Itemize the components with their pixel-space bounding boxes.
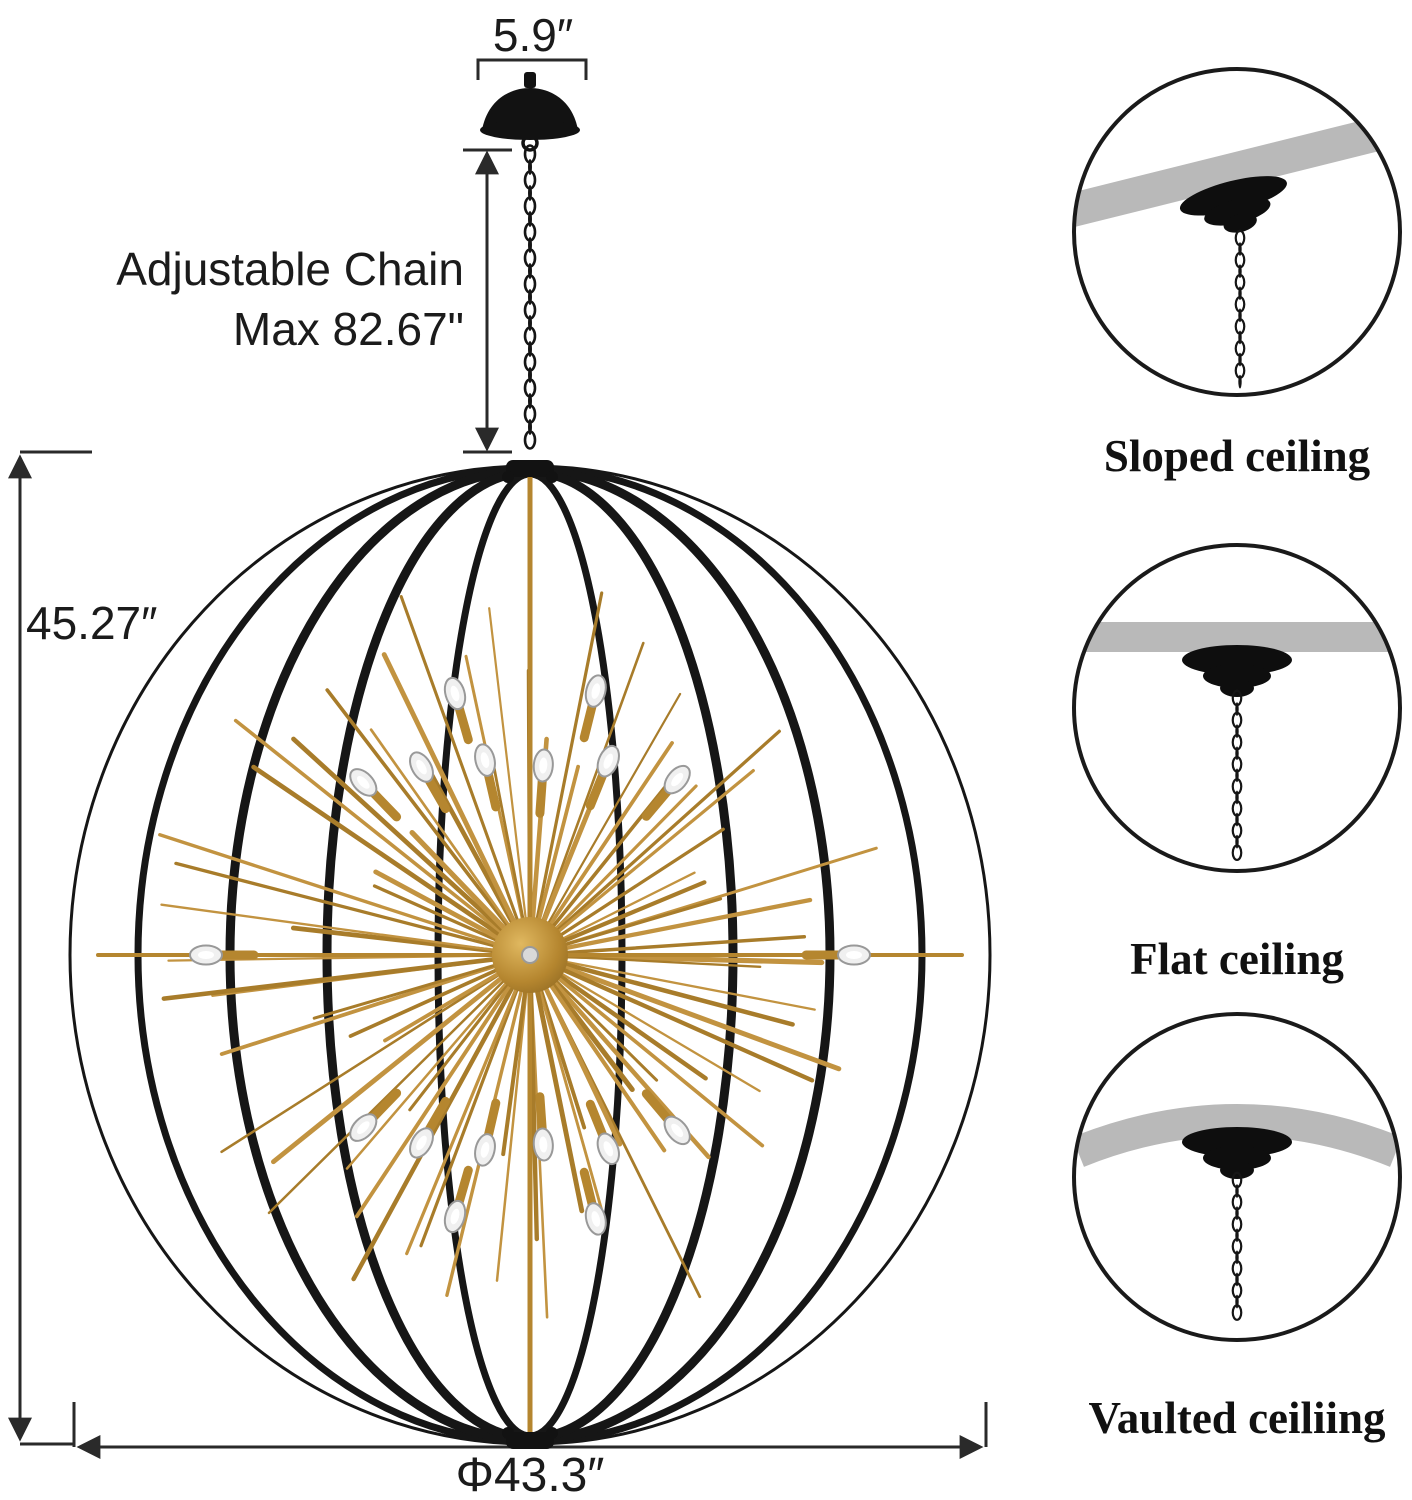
canopy-width-label: 5.9″ xyxy=(492,9,574,61)
inset-vaulted xyxy=(1072,1012,1402,1342)
top-hub xyxy=(506,460,554,477)
vaulted-chain xyxy=(1231,1171,1243,1321)
ceiling-canopy xyxy=(480,72,580,152)
vaulted-canopy xyxy=(1182,1127,1292,1179)
canopy-stem xyxy=(524,72,536,88)
cage-hubs xyxy=(502,460,558,1449)
canopy-width-bracket xyxy=(476,58,588,80)
inset-circle-vaulted xyxy=(1072,1012,1402,1342)
diameter-label: Φ43.3″ xyxy=(455,1449,605,1500)
chain-length-label: Adjustable Chain Max 82.67" xyxy=(28,240,464,360)
inset-label-flat: Flat ceiling xyxy=(1130,934,1344,984)
vaulted-ceiling-band xyxy=(1074,1104,1400,1167)
diameter-dim-ticks xyxy=(72,1402,988,1447)
canopy-dome xyxy=(482,88,578,130)
hanging-chain xyxy=(523,144,537,450)
inset-sloped xyxy=(1072,67,1402,397)
chain-dim-ticks xyxy=(463,148,512,454)
flat-chain xyxy=(1231,689,1243,862)
dimension-lines xyxy=(7,58,988,1459)
inset-label-sloped: Sloped ceiling xyxy=(1103,431,1371,481)
inset-circle-flat xyxy=(1072,543,1402,873)
inset-label-vaulted: Vaulted ceiliing xyxy=(1088,1393,1386,1443)
candelabra-bulbs xyxy=(189,674,871,1236)
chain-length-line1: Adjustable Chain xyxy=(116,243,464,295)
center-finial xyxy=(521,946,539,964)
sloped-ceiling-bar xyxy=(1074,106,1400,232)
bottom-hub xyxy=(506,1432,554,1449)
chain-length-line2: Max 82.67" xyxy=(232,302,464,355)
canopy-loop xyxy=(521,134,539,152)
inset-flat xyxy=(1072,543,1402,873)
sloped-canopy xyxy=(1179,176,1287,233)
sloped-chain xyxy=(1234,229,1246,389)
flat-canopy xyxy=(1182,645,1292,697)
canopy-base xyxy=(480,120,580,140)
height-label: 45.27″ xyxy=(26,597,158,649)
inset-circle-sloped xyxy=(1072,67,1402,397)
height-dim-ticks xyxy=(20,450,92,1446)
